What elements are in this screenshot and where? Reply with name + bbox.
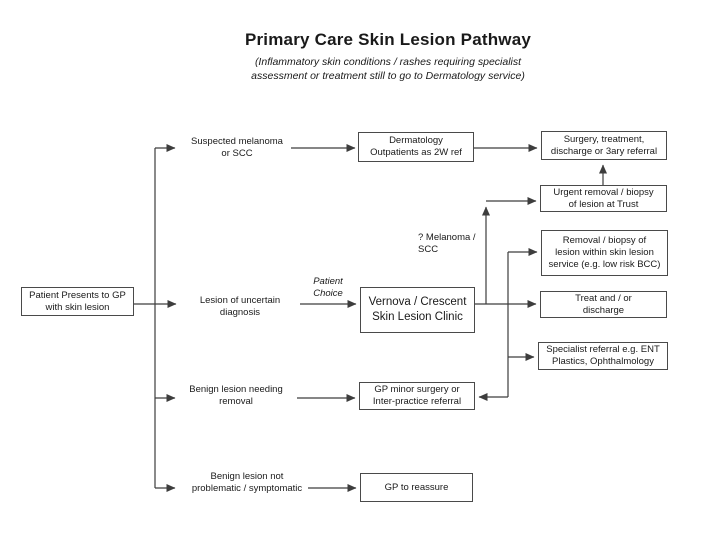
node-treat-discharge: Treat and / or discharge [540,291,667,318]
node-gp-minor-surgery: GP minor surgery or Inter-practice refer… [359,382,475,410]
page-title: Primary Care Skin Lesion Pathway [244,30,532,49]
branch-label-benign-needing-removal: Benign lesion needing removal [189,384,283,407]
node-surgery-treatment: Surgery, treatment, discharge or 3ary re… [541,131,667,160]
branch-label-suspected-melanoma: Suspected melanoma or SCC [191,136,283,159]
annotation-melanoma-query: ? Melanoma / SCC [418,232,476,255]
node-urgent-removal: Urgent removal / biopsy of lesion at Tru… [540,185,667,212]
node-gp-reassure: GP to reassure [360,473,473,502]
node-removal-biopsy: Removal / biopsy of lesion within skin l… [541,230,668,276]
annotation-patient-choice: Patient Choice [313,276,343,299]
node-dermatology-outpatients: Dermatology Outpatients as 2W ref [358,132,474,162]
page-subtitle: (Inflammatory skin conditions / rashes r… [251,56,525,82]
branch-label-benign-not-problematic: Benign lesion not problematic / symptoma… [191,471,303,494]
branch-label-lesion-uncertain: Lesion of uncertain diagnosis [199,295,281,318]
node-specialist-referral: Specialist referral e.g. ENT Plastics, O… [538,342,668,370]
node-vernova-clinic: Vernova / Crescent Skin Lesion Clinic [360,287,475,333]
node-patient-presents: Patient Presents to GP with skin lesion [21,287,134,316]
